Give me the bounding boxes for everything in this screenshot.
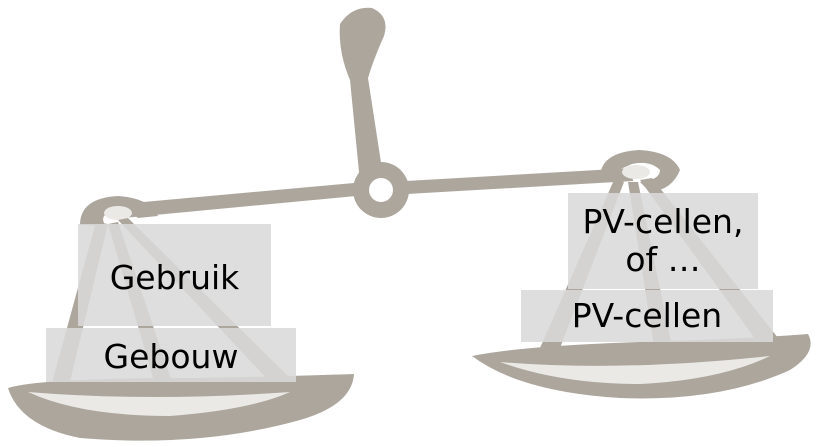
gebruik-text: Gebruik <box>109 258 240 297</box>
right-lower-label: PV-cellen <box>521 290 773 342</box>
gebouw-text: Gebouw <box>103 337 239 376</box>
pv-cellen-text: PV-cellen <box>571 296 723 335</box>
left-upper-label: Gebruik <box>78 224 271 326</box>
pv-cellen-or-line1: PV-cellen, <box>582 202 744 241</box>
right-upper-label: PV-cellen, of … <box>568 193 758 289</box>
left-lower-label: Gebouw <box>46 328 296 382</box>
right-hook <box>600 150 680 192</box>
left-hook <box>80 196 158 226</box>
scale-beam <box>110 183 356 219</box>
scale-stand <box>339 7 386 182</box>
pv-cellen-or-line2: of … <box>625 240 701 279</box>
